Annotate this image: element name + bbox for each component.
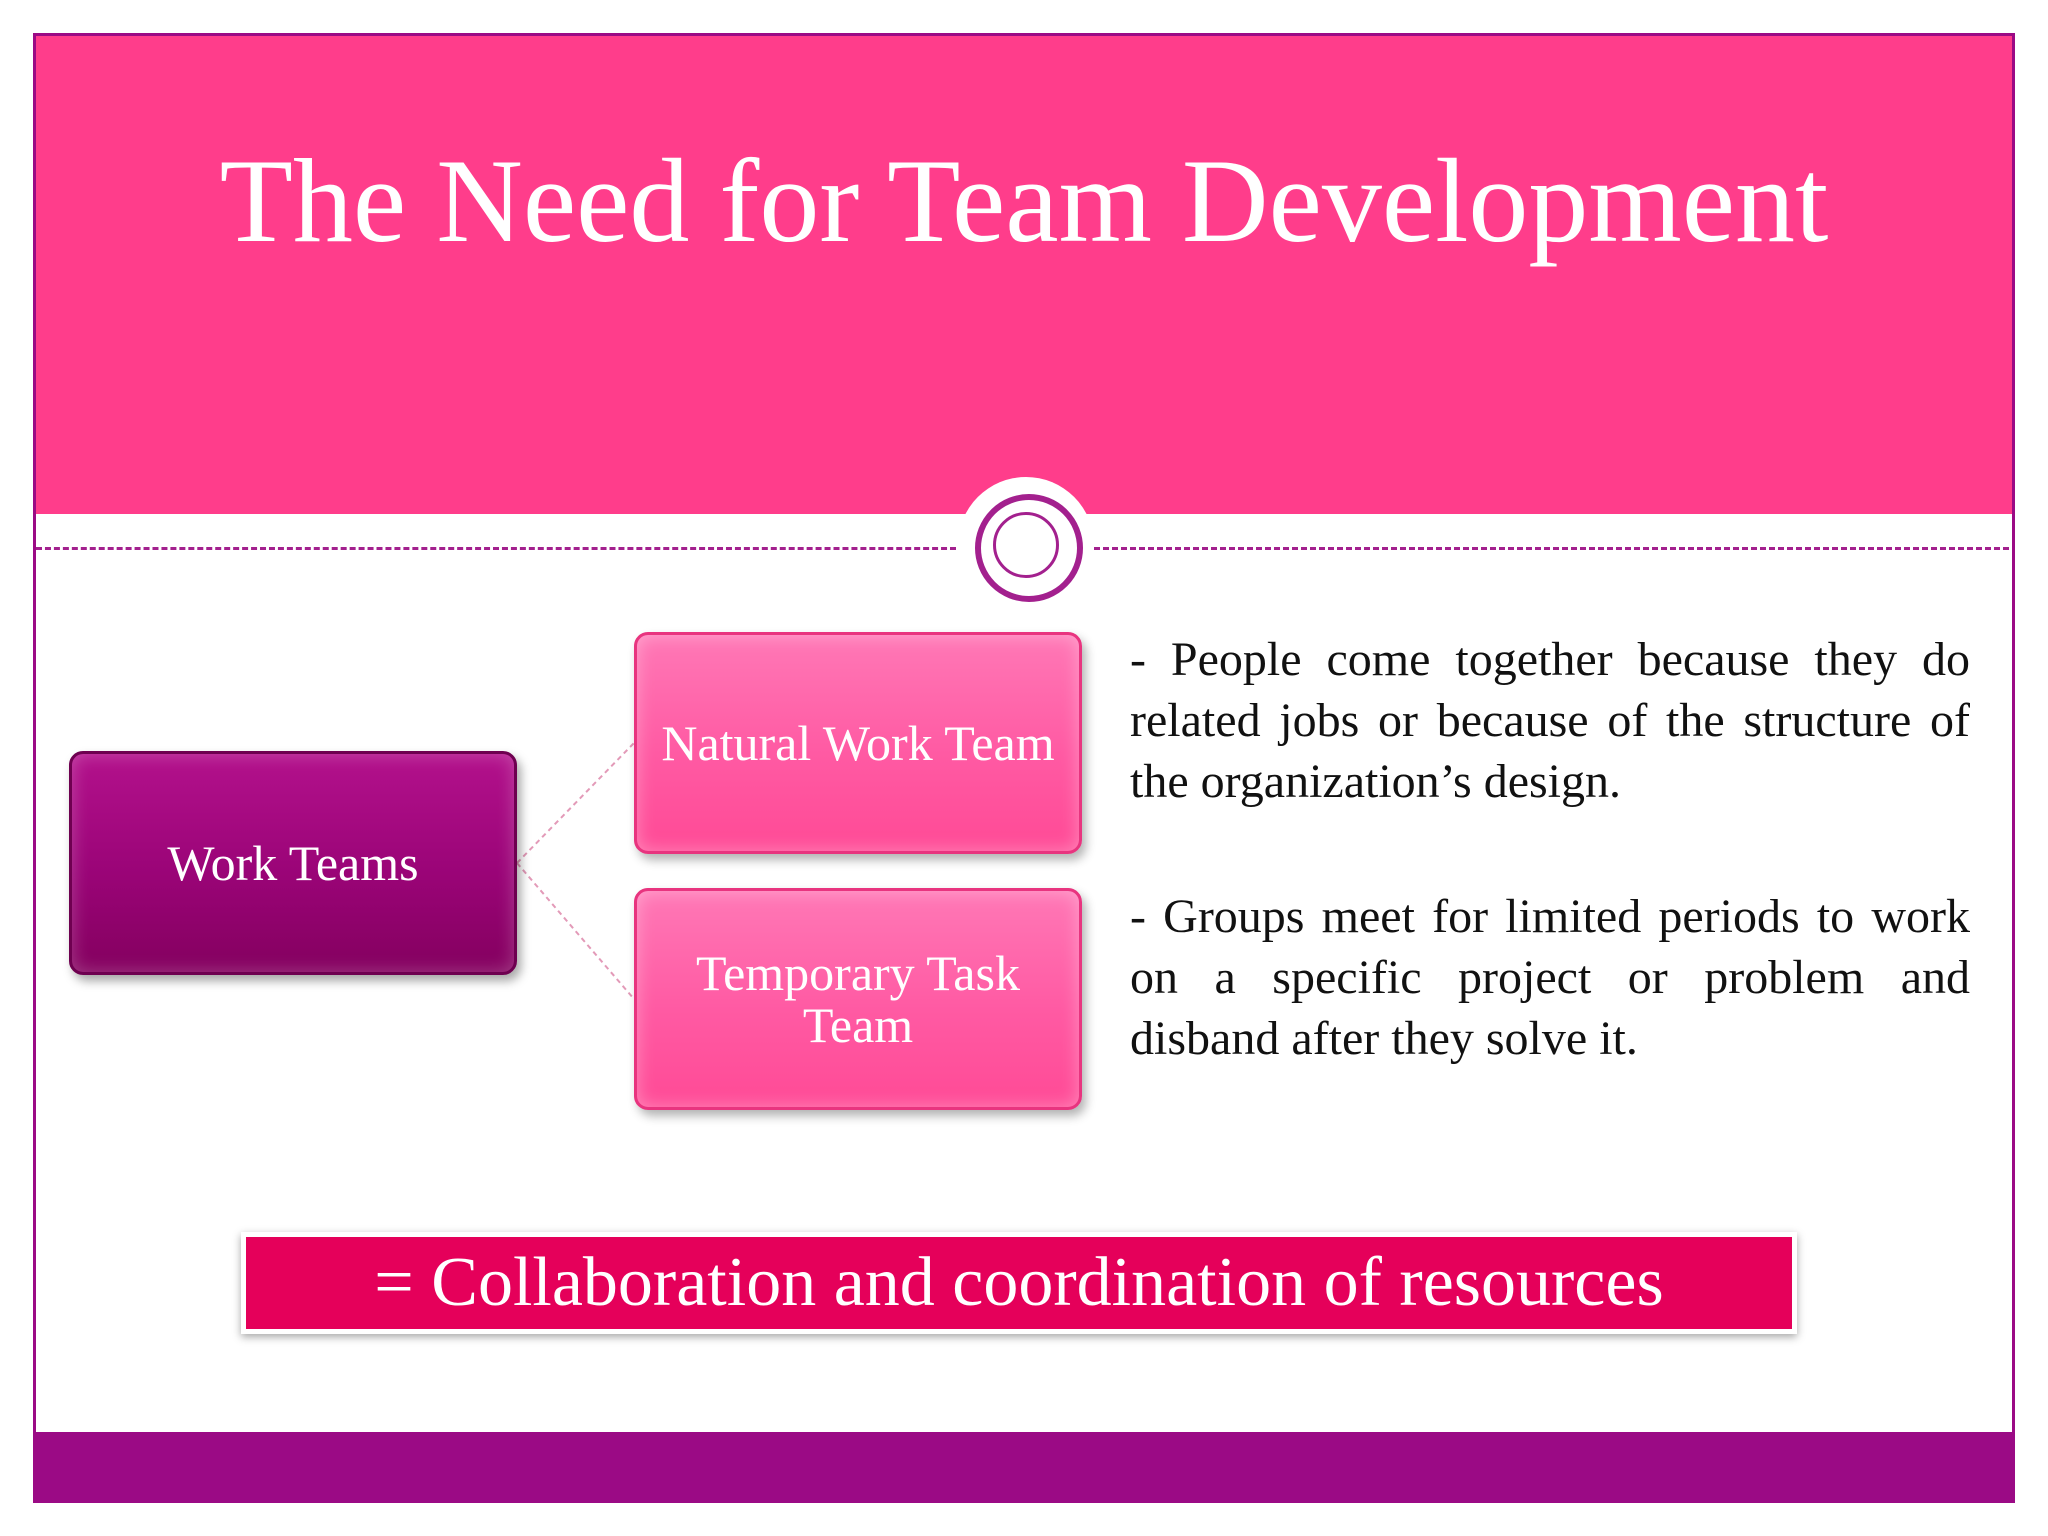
slide-title: The Need for Team Development [219, 134, 1829, 267]
temporary-task-team-box: Temporary Task Team [634, 888, 1082, 1110]
summary-banner: = Collaboration and coordination of reso… [241, 1232, 1797, 1334]
slide: The Need for Team Development Work Teams… [33, 33, 2015, 1503]
natural-work-team-label: Natural Work Team [661, 715, 1055, 771]
connector-to-temporary-task-team [516, 862, 635, 1000]
temporary-task-team-label: Temporary Task Team [696, 945, 1020, 1053]
work-teams-label: Work Teams [167, 835, 419, 891]
connector-to-natural-work-team [516, 742, 635, 864]
divider-inner-ring [993, 512, 1059, 578]
work-teams-box: Work Teams [69, 751, 517, 975]
diagram-connectors [516, 742, 635, 1000]
summary-banner-text: = Collaboration and coordination of reso… [374, 1244, 1664, 1321]
footer-band [36, 1432, 2012, 1500]
dashed-divider-right [1094, 547, 2012, 550]
temporary-task-team-description: - Groups meet for limited periods to wor… [1130, 890, 1970, 1065]
header-band [36, 36, 2012, 514]
dashed-divider-left [36, 547, 956, 550]
natural-work-team-box: Natural Work Team [634, 632, 1082, 854]
natural-work-team-description: - People come together because they do r… [1130, 633, 1970, 808]
